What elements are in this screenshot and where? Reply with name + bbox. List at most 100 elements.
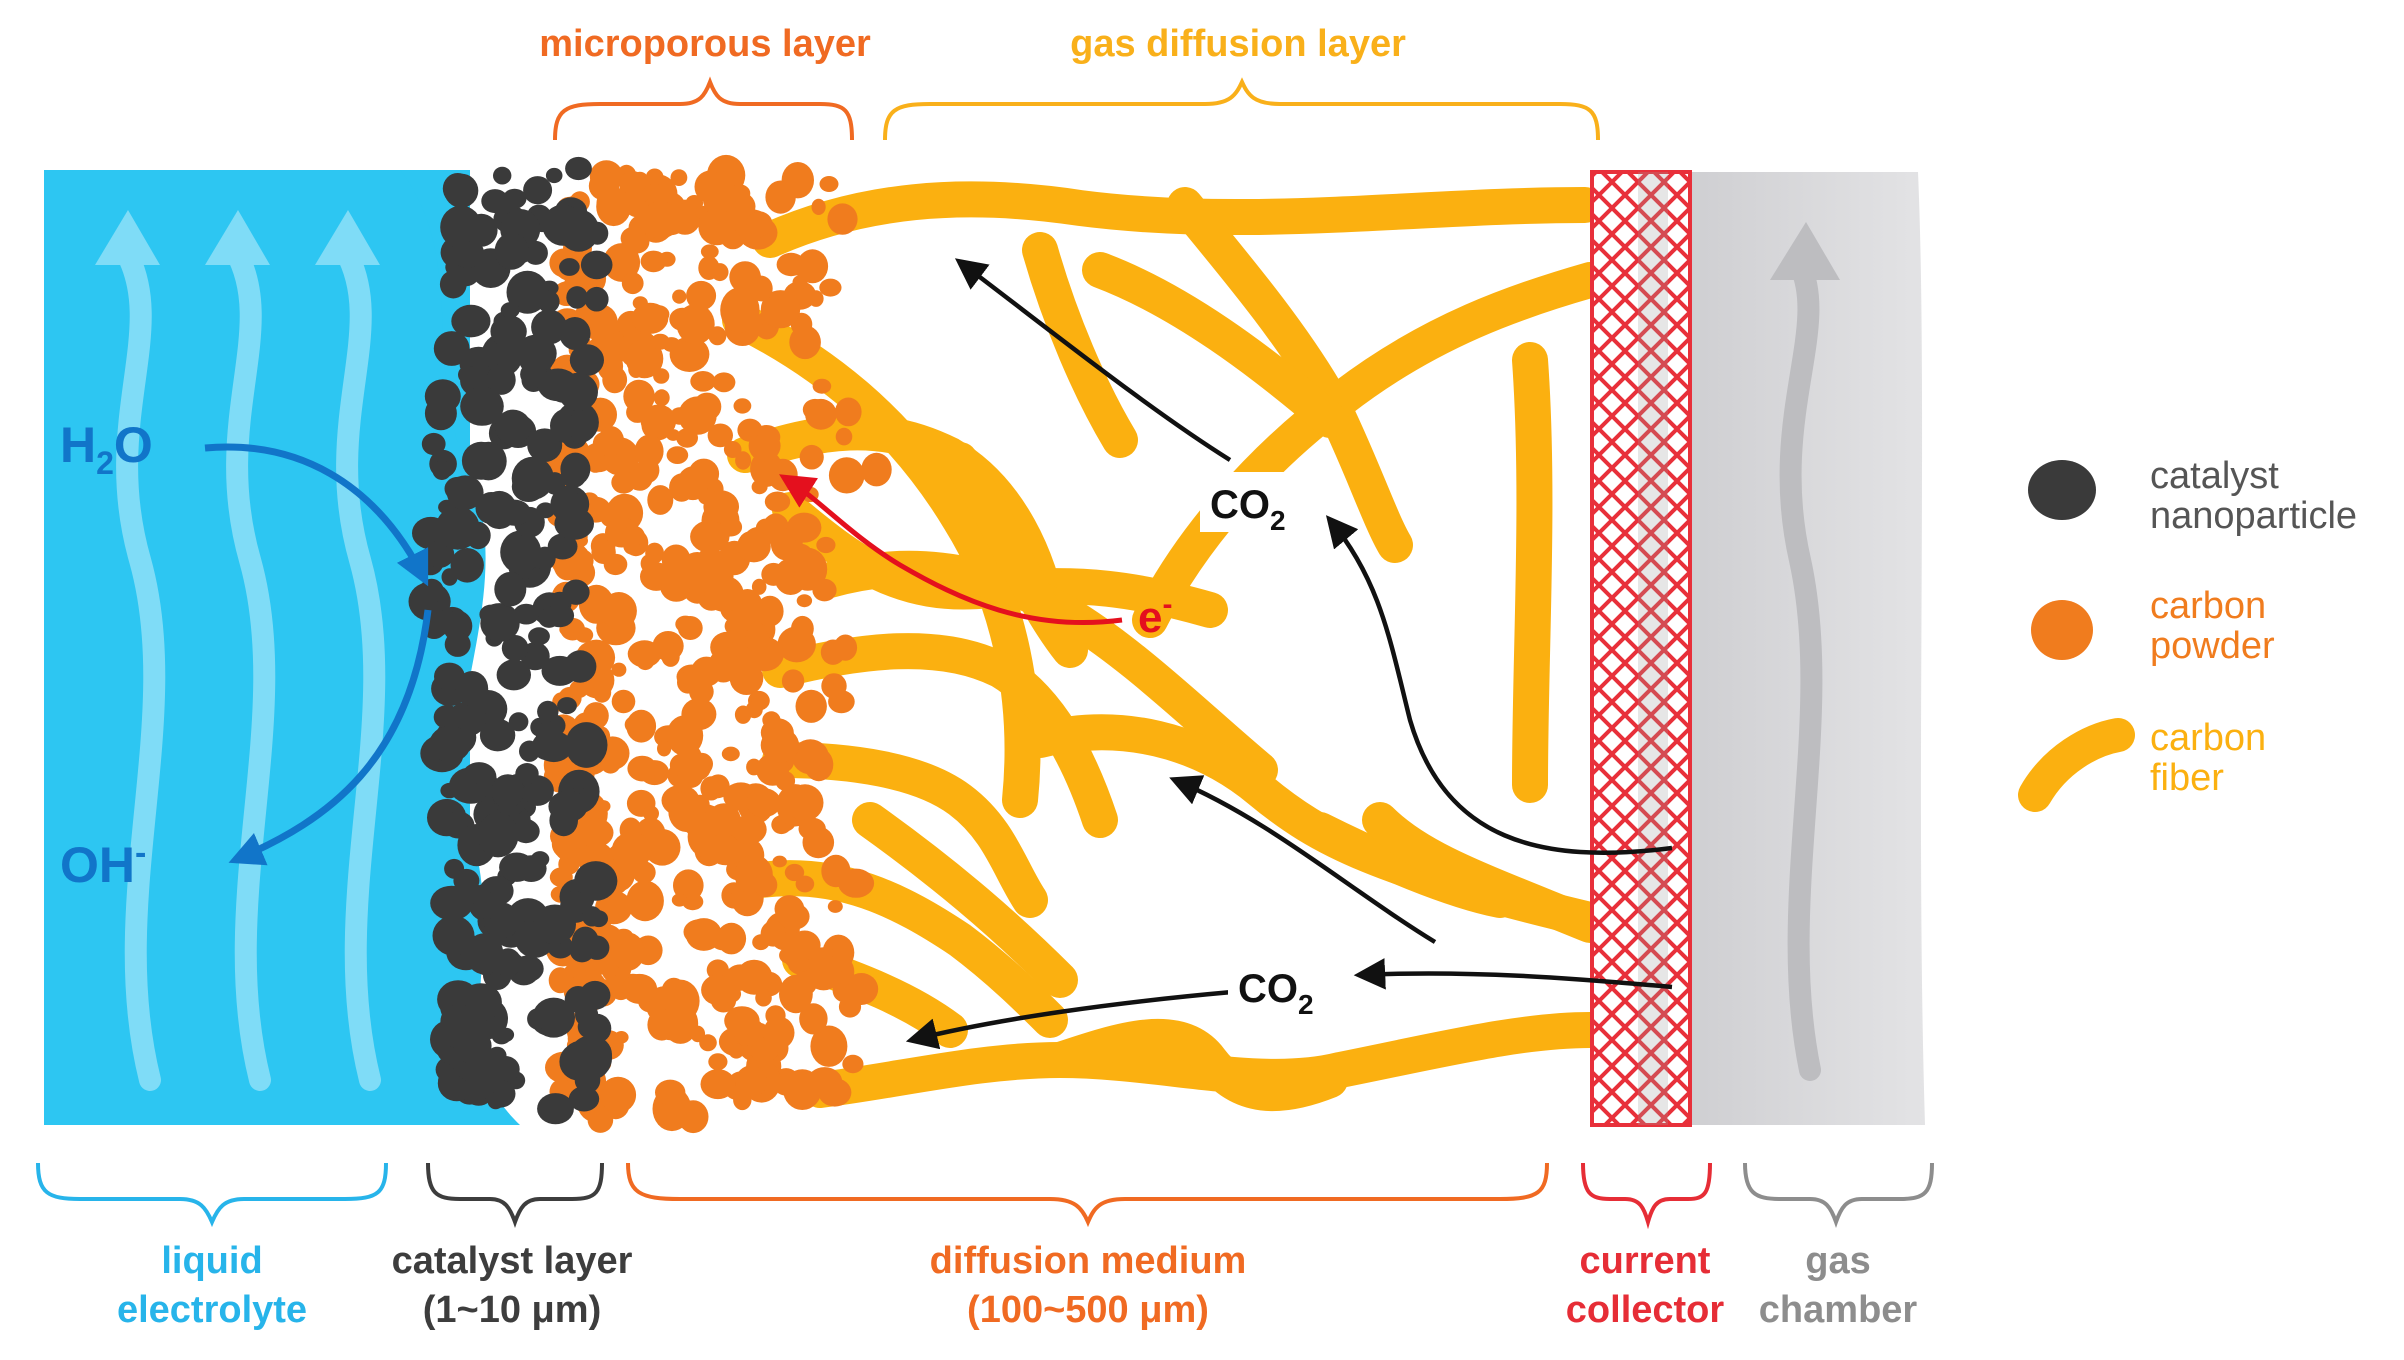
catalyst-nanoparticle: [564, 650, 597, 683]
carbon-powder-particle: [748, 430, 781, 462]
catalyst-nanoparticle: [535, 721, 562, 745]
carbon-powder-particle: [670, 169, 688, 187]
catalyst-nanoparticle: [465, 933, 504, 975]
carbon-powder-particle: [772, 855, 787, 868]
carbon-powder-particle: [764, 491, 791, 512]
catalyst-nanoparticle: [515, 855, 547, 882]
carbon-powder-particle: [811, 198, 826, 215]
carbon-powder-particle: [735, 451, 752, 470]
catalyst-nanoparticle: [502, 188, 527, 209]
catalyst-nanoparticle: [424, 379, 461, 414]
carbon-powder-particle: [599, 1076, 637, 1113]
catalyst-nanoparticle: [496, 659, 531, 691]
carbon-powder-particle: [760, 920, 786, 947]
carbon-powder-particle: [838, 996, 862, 1018]
carbon-powder-particle: [838, 868, 875, 898]
current-label: current: [1580, 1240, 1711, 1282]
gas-flow-arrow: [1779, 254, 1823, 1081]
carbon-powder-particle: [614, 245, 634, 265]
current-collector-mesh: [1590, 170, 1692, 1127]
carbon-powder-particle: [626, 709, 657, 743]
catalyst-layer-label: catalyst layer: [392, 1240, 633, 1282]
electron-label: e-: [1138, 588, 1172, 642]
carbon-powder-particle: [622, 525, 645, 547]
gas-flow-arrowhead: [1770, 222, 1840, 280]
carbon-powder-particle: [716, 922, 747, 955]
carbon-powder-particle: [631, 302, 669, 334]
carbon-powder-particle: [701, 974, 734, 1006]
carbon-powder-particle: [636, 652, 655, 671]
carbon-powder-particle: [821, 673, 847, 699]
carbon-powder-particle: [785, 791, 810, 818]
carbon-powder-particle: [700, 522, 729, 547]
carbon-powder-particle: [645, 168, 664, 186]
carbon-powder-particle: [704, 575, 744, 612]
carbon-powder-particle: [596, 187, 631, 227]
gdl-brace: [883, 77, 1600, 141]
carbon-powder-particle: [682, 893, 704, 911]
co2-label-bg-2: [1228, 958, 1338, 1018]
carbon-powder-particle: [681, 698, 717, 731]
carbon-powder-particle: [762, 711, 781, 729]
carbon-powder-particle: [760, 727, 800, 763]
legend-item-fiber: carbon fiber: [2018, 717, 2266, 812]
catalyst-nanoparticle: [433, 331, 470, 366]
carbon-powder-particle: [819, 278, 842, 297]
carbon-powder-particle: [799, 1003, 828, 1035]
carbon-powder-particle: [786, 512, 822, 543]
carbon-powder-particle: [774, 895, 805, 923]
carbon-powder-particle: [746, 788, 782, 818]
carbon-powder-particle: [799, 444, 824, 470]
legend-fiber-line2: fiber: [2150, 757, 2224, 799]
catalyst-nanoparticle: [475, 892, 501, 919]
catalyst-nanoparticle: [450, 778, 470, 800]
carbon-powder-particle: [669, 307, 696, 331]
carbon-powder-particle: [812, 578, 837, 602]
catalyst-nanoparticle: [584, 286, 609, 312]
carbon-powder-particle: [749, 275, 773, 302]
microporous-layer-label: microporous layer: [539, 23, 871, 65]
catalyst-nanoparticle: [545, 167, 563, 184]
carbon-powder-particle: [611, 689, 636, 714]
catalyst-nanoparticle: [493, 166, 512, 185]
oh-arrow: [228, 609, 432, 866]
carbon-powder-particle: [692, 392, 722, 421]
carbon-powder-particle: [640, 404, 677, 438]
catalyst-nanoparticle: [424, 540, 455, 568]
carbon-powder-particle: [828, 457, 865, 494]
carbon-powder-particle: [729, 184, 751, 203]
catalyst-nanoparticle: [547, 533, 578, 560]
catalyst-nanoparticle: [569, 344, 605, 376]
catalyst-nanoparticle: [487, 1092, 504, 1110]
catalyst-nanoparticle: [520, 337, 537, 353]
co2-arrow-1: [954, 258, 1232, 462]
carbon-fiber: [1132, 262, 1608, 638]
catalyst-brace: [426, 1162, 604, 1228]
carbon-powder-particle: [728, 641, 746, 657]
catalyst-nanoparticle: [523, 176, 553, 205]
carbon-powder-particle: [720, 287, 760, 333]
carbon-powder-particle: [588, 460, 603, 473]
carbon-powder-particle: [575, 627, 594, 643]
catalyst-nanoparticle: [435, 506, 480, 550]
carbon-powder-particle: [707, 803, 741, 838]
carbon-powder-particle: [798, 817, 826, 841]
catalyst-nanoparticle: [538, 608, 560, 628]
carbon-powder-particle: [835, 397, 862, 427]
liquid-electrolyte-region: [44, 170, 520, 1125]
catalyst-nanoparticle: [441, 568, 458, 586]
catalyst-nanoparticle: [513, 603, 539, 625]
carbon-powder-particle: [673, 869, 704, 902]
catalyst-nanoparticle: [455, 671, 489, 707]
carbon-powder-particle: [764, 1030, 785, 1054]
carbon-powder-particle: [690, 371, 716, 392]
carbon-powder-particle: [753, 872, 778, 898]
co2-arrow-4: [1353, 958, 1673, 990]
carbon-fiber-icon: [2018, 718, 2135, 812]
carbon-powder-particle: [792, 971, 817, 996]
carbon-powder-particle: [569, 679, 589, 699]
carbon-fiber: [1042, 1018, 1348, 1112]
carbon-powder-particle: [591, 540, 616, 564]
catalyst-nanoparticle: [537, 290, 560, 313]
